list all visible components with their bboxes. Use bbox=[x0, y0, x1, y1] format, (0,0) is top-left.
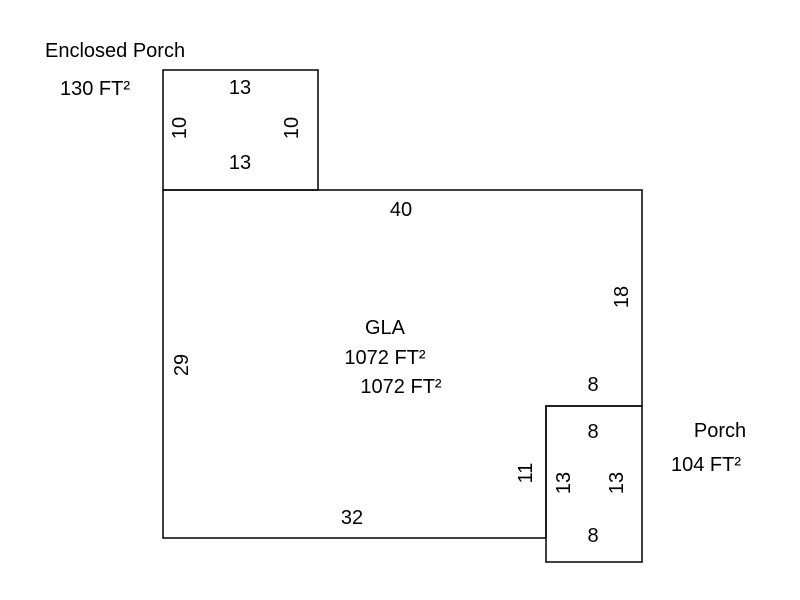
gla-area-duplicate: 1072 FT² bbox=[360, 376, 441, 398]
porch-outline bbox=[545, 405, 643, 563]
enclosed-porch-label: Enclosed Porch bbox=[45, 40, 185, 62]
gla-label: GLA bbox=[365, 317, 406, 339]
porch-dim-top: 8 bbox=[587, 421, 598, 443]
porch-dim-bottom: 8 bbox=[587, 525, 598, 547]
enclosed-porch-area: 130 FT² bbox=[60, 78, 130, 100]
enclosed-porch-dim-right: 10 bbox=[281, 117, 303, 139]
gla-area: 1072 FT² bbox=[344, 347, 425, 369]
gla-dim-bottom: 32 bbox=[341, 507, 363, 529]
gla-dim-left: 29 bbox=[171, 354, 193, 376]
gla-dim-right: 18 bbox=[611, 286, 633, 308]
porch-dim-left: 13 bbox=[553, 472, 575, 494]
enclosed-porch-dim-left: 10 bbox=[169, 117, 191, 139]
gla-dim-top: 40 bbox=[390, 199, 412, 221]
porch-area: 104 FT² bbox=[671, 454, 741, 476]
porch-dim-right: 13 bbox=[606, 472, 628, 494]
gla-dim-step-top: 8 bbox=[587, 374, 598, 396]
porch-label: Porch bbox=[694, 420, 746, 442]
enclosed-porch-dim-bottom: 13 bbox=[229, 152, 251, 174]
gla-dim-step-side: 11 bbox=[515, 463, 537, 484]
enclosed-porch-dim-top: 13 bbox=[229, 77, 251, 99]
